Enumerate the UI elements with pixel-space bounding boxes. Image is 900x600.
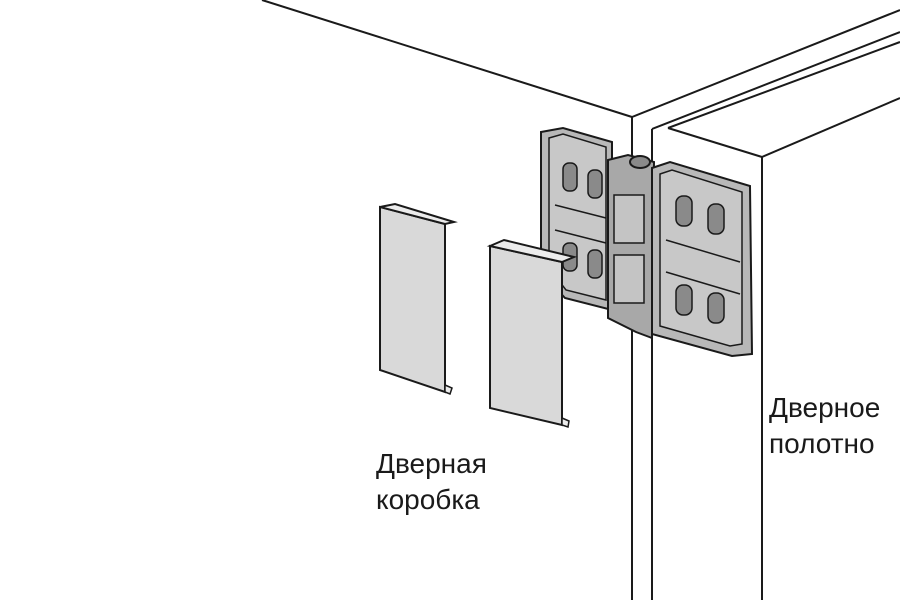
cover-cap-left	[379, 202, 458, 395]
door-leaf-label: Дверное полотно	[769, 390, 880, 462]
hinge-knuckle	[607, 153, 656, 340]
door-frame-label-line-1: Дверная	[376, 448, 487, 479]
hinge-right-plate	[651, 160, 754, 358]
door-leaf-label-line-1: Дверное	[769, 392, 881, 423]
cover-cap-right	[486, 238, 578, 428]
door-leaf-label-line-2: полотно	[769, 428, 875, 459]
door-frame-label-line-2: коробка	[376, 484, 480, 515]
door-frame-label: Дверная коробка	[376, 446, 487, 518]
